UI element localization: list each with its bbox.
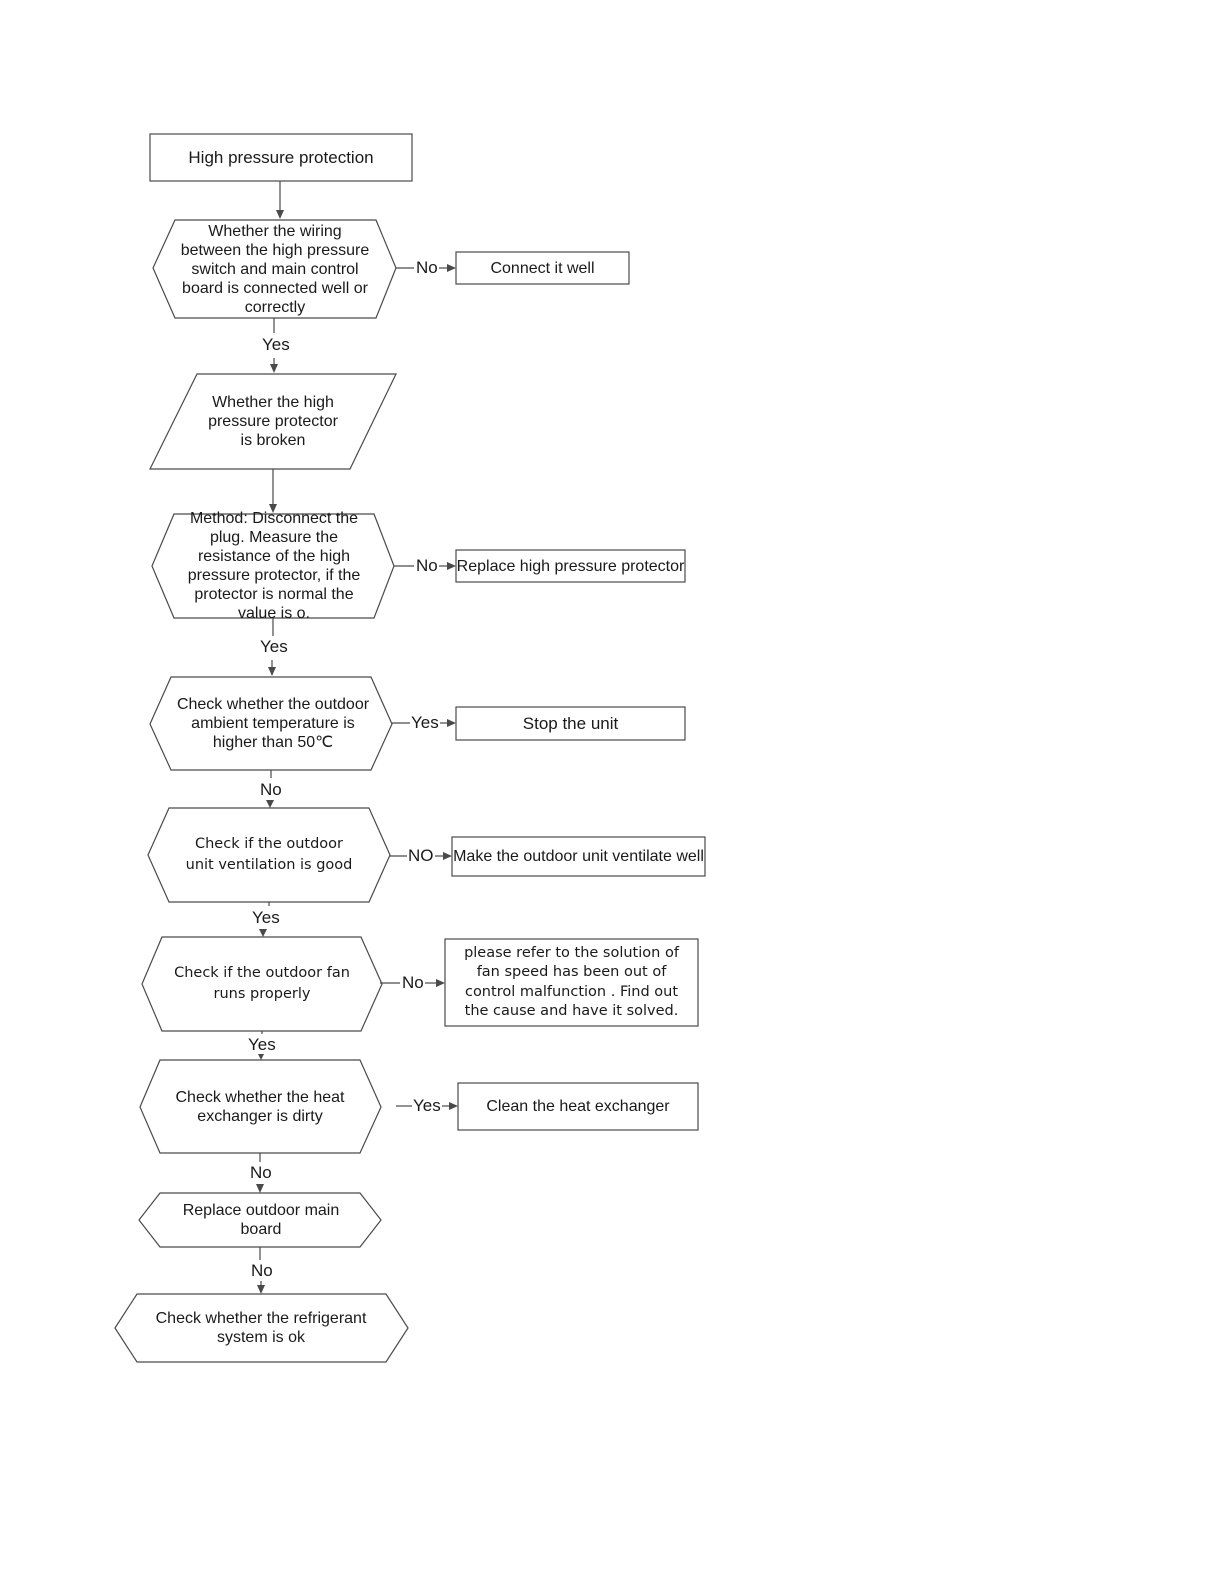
- arrow-wiring-to-connect: [447, 264, 456, 272]
- node-stop-unit-shape: [455, 706, 686, 741]
- node-replace-board-shape: [138, 1192, 382, 1248]
- edge-label-method-yes: Yes: [259, 637, 289, 656]
- node-ventilation: Check if the outdoor unit ventilation is…: [185, 836, 353, 873]
- node-start-shape: [149, 133, 413, 182]
- node-protector-broken-shape: [149, 373, 397, 470]
- node-replace-protector: Replace high pressure protector: [456, 557, 685, 575]
- arrow-wiring-to-protector: [270, 364, 278, 373]
- arrow-start-to-wiring: [276, 210, 284, 219]
- node-fan-solution: please refer to the solution of fan spee…: [464, 944, 679, 1020]
- node-replace-protector-shape: [455, 549, 686, 583]
- edge-label-board-no: No: [250, 1261, 274, 1280]
- node-heat-exchanger-shape: [139, 1059, 382, 1154]
- node-wiring-check: Whether the wiring between the high pres…: [180, 222, 370, 316]
- edge-label-ambient-yes: Yes: [410, 713, 440, 732]
- node-refrigerant-shape: [114, 1293, 409, 1363]
- node-ventilation-shape: [147, 807, 391, 903]
- node-clean-exchanger-shape: [457, 1082, 699, 1131]
- node-protector-broken: Whether the high pressure protector is b…: [208, 394, 338, 449]
- node-ambient-temp-shape: [149, 676, 393, 771]
- arrow-protector-to-method: [269, 504, 277, 513]
- arrow-fan-to-solution: [436, 979, 445, 987]
- edge-label-fan-no: No: [401, 973, 425, 992]
- arrow-fan-to-exchanger: [258, 1054, 264, 1060]
- node-method: Method: Disconnect the plug. Measure the…: [187, 510, 361, 622]
- edge-label-ambient-no: No: [259, 780, 283, 799]
- arrow-ambient-to-ventilation: [266, 800, 274, 808]
- node-fan-runs-shape: [141, 936, 383, 1032]
- edge-label-wiring-no: No: [415, 258, 439, 277]
- node-refrigerant: Check whether the refrigerant system is …: [155, 1310, 367, 1346]
- arrow-board-to-refrigerant: [257, 1285, 265, 1294]
- node-start: High pressure protection: [188, 148, 374, 167]
- node-make-ventilate: Make the outdoor unit ventilate well: [453, 848, 704, 865]
- node-wiring-check-shape: [152, 219, 397, 319]
- node-clean-exchanger: Clean the heat exchanger: [486, 1098, 670, 1115]
- arrow-method-to-replace: [447, 562, 456, 570]
- node-heat-exchanger: Check whether the heat exchanger is dirt…: [175, 1088, 345, 1125]
- arrow-exchanger-to-board: [256, 1184, 264, 1193]
- node-fan-runs: Check if the outdoor fan runs properly: [174, 965, 350, 1002]
- edge-label-vent-no: NO: [407, 846, 435, 865]
- edge-label-wiring-yes: Yes: [261, 335, 291, 354]
- arrow-method-to-ambient: [268, 667, 276, 676]
- node-ambient-temp: Check whether the outdoor ambient temper…: [176, 696, 370, 751]
- edge-label-fan-yes: Yes: [247, 1035, 277, 1054]
- node-method-shape: [151, 513, 395, 619]
- edge-label-exchanger-no: No: [249, 1163, 273, 1182]
- node-fan-solution-shape: [444, 938, 699, 1027]
- edge-label-exchanger-yes: Yes: [412, 1096, 442, 1115]
- node-replace-board: Replace outdoor main board: [182, 1202, 340, 1238]
- arrow-exchanger-to-clean: [449, 1102, 458, 1110]
- arrow-ventilation-to-make: [443, 852, 452, 860]
- node-stop-unit: Stop the unit: [522, 714, 619, 733]
- arrow-ventilation-to-fan: [259, 929, 267, 937]
- edge-label-method-no: No: [415, 556, 439, 575]
- node-connect-well: Connect it well: [490, 259, 595, 277]
- edge-label-vent-yes: Yes: [251, 908, 281, 927]
- node-make-ventilate-shape: [451, 836, 706, 877]
- arrow-ambient-to-stop: [447, 719, 456, 727]
